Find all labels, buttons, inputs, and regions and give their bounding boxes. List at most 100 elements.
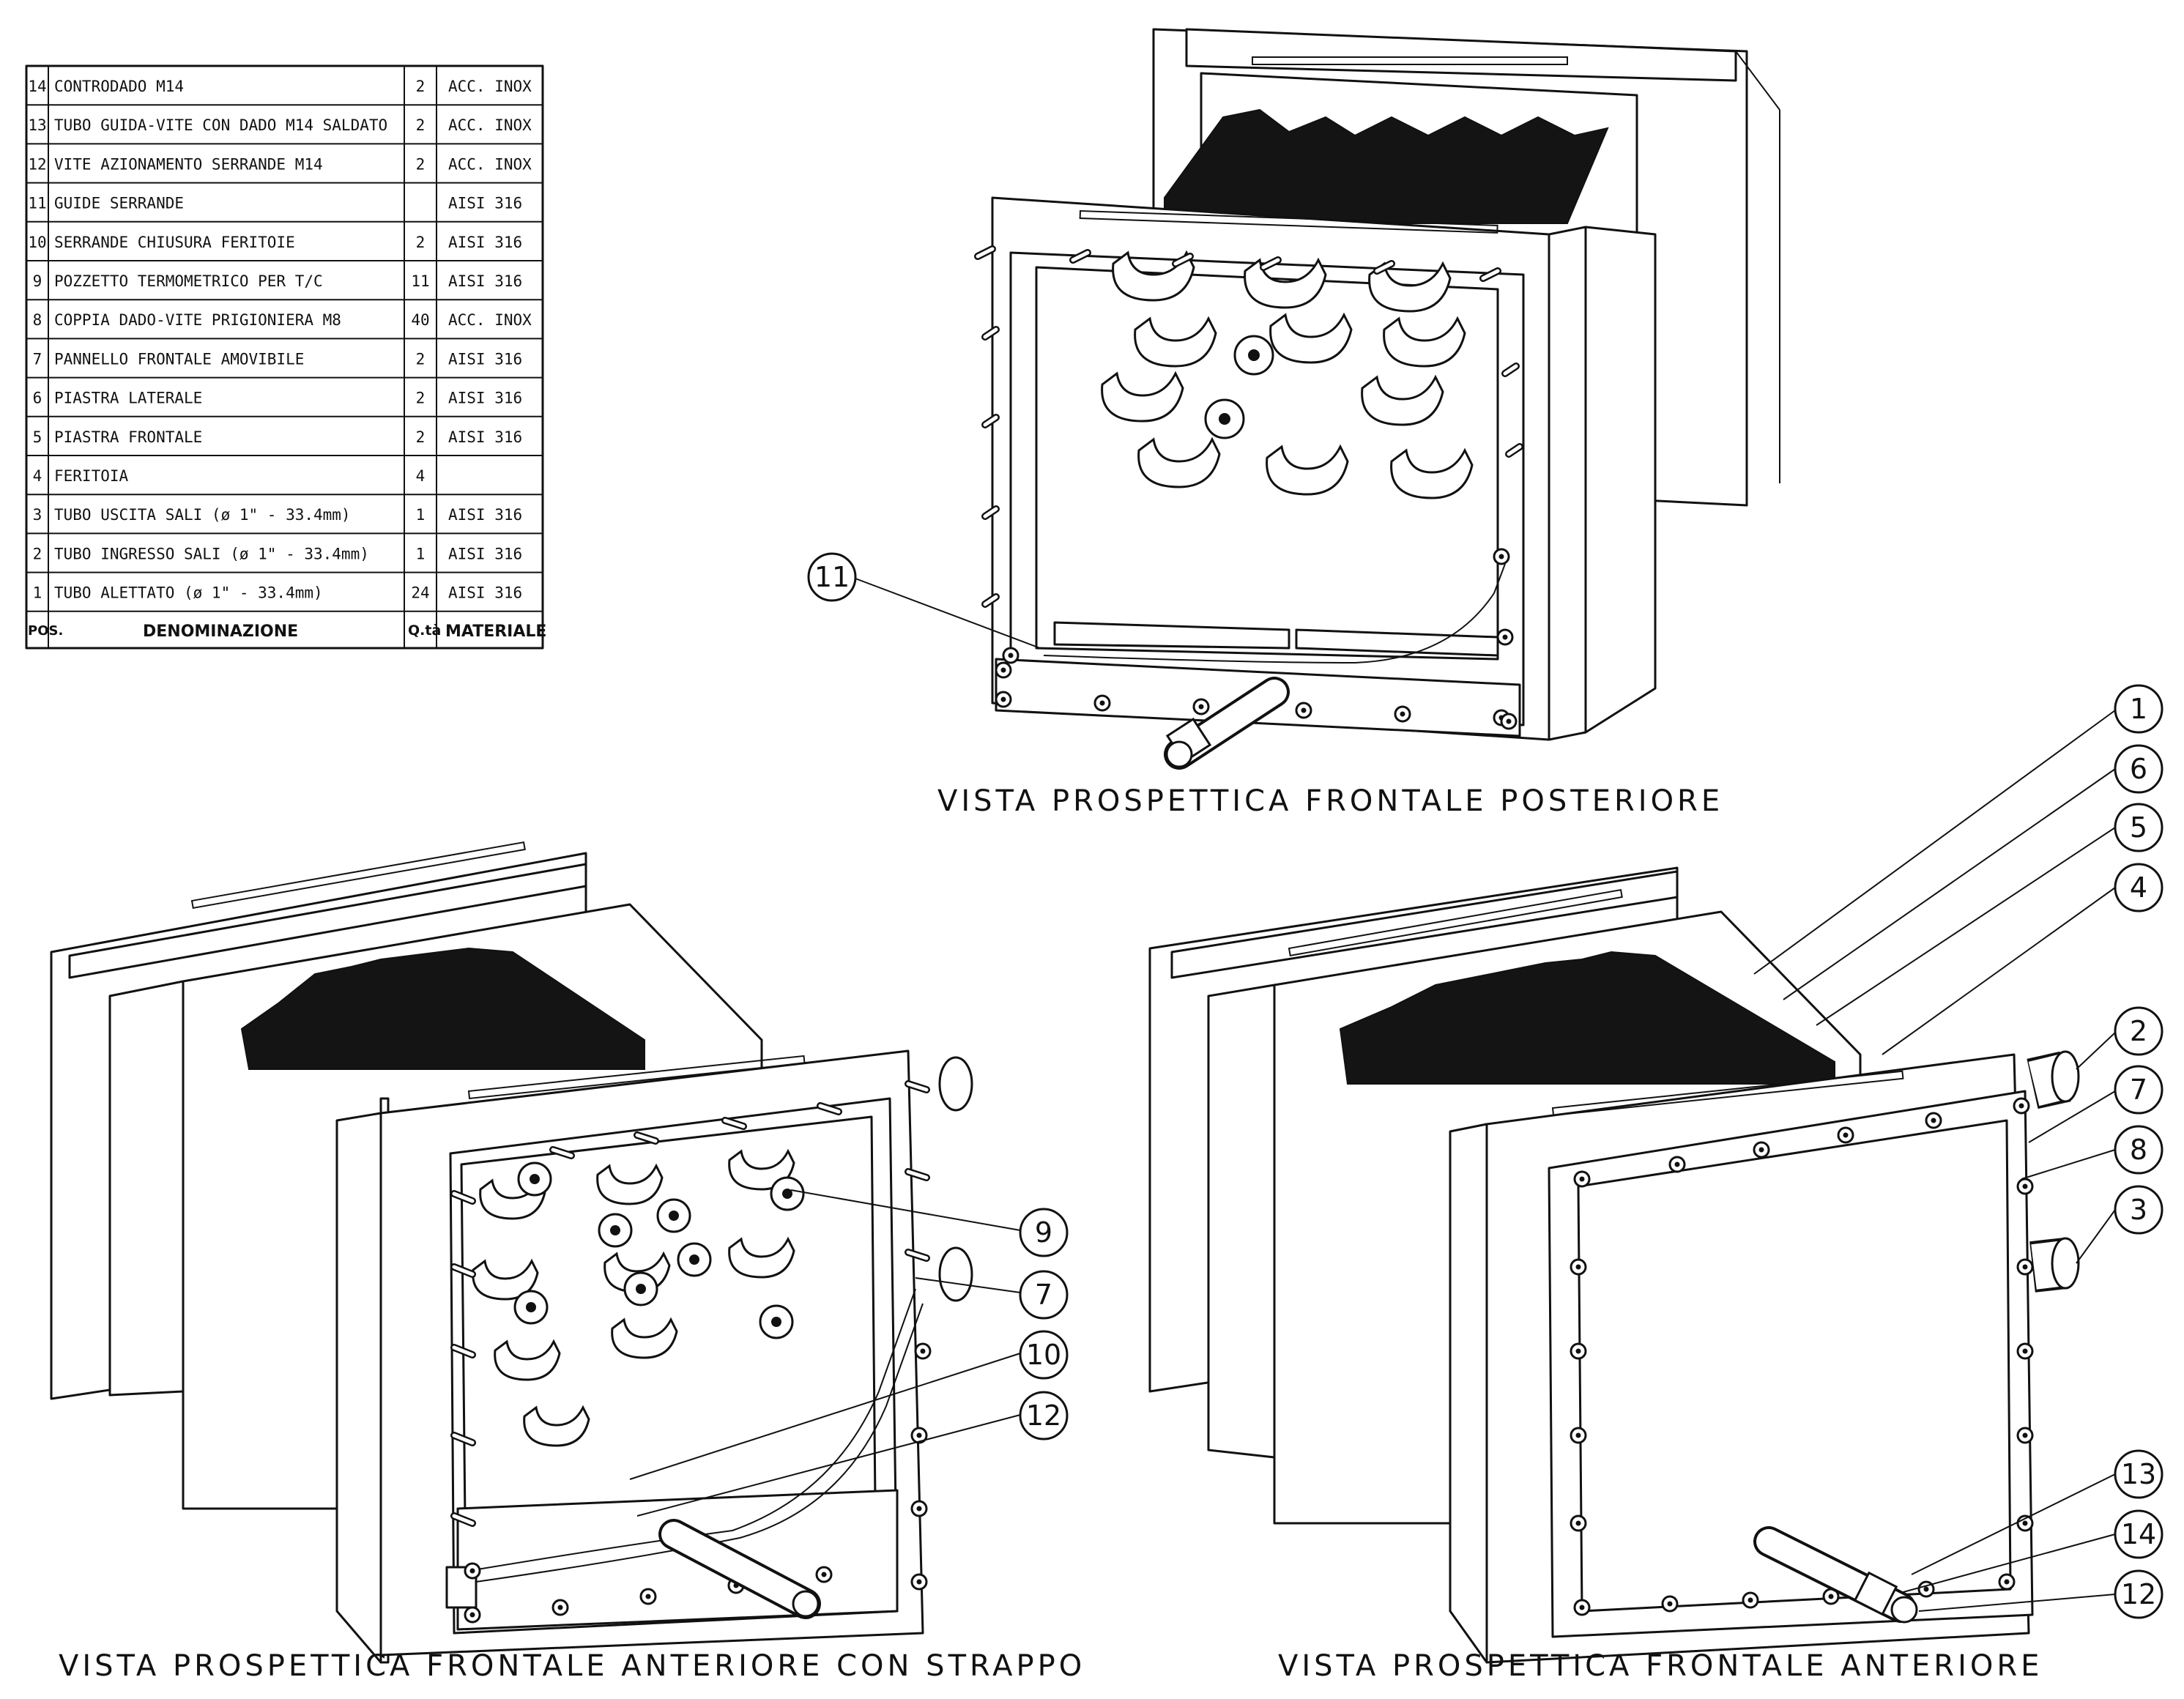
cut-bolts bbox=[464, 1342, 932, 1624]
svg-text:4: 4 bbox=[2130, 871, 2147, 904]
rear-damper-guide bbox=[1053, 621, 1290, 650]
part-name: TUBO USCITA SALI (ø 1" - 33.4mm) bbox=[54, 506, 351, 524]
u-bend bbox=[1368, 261, 1452, 313]
u-bend bbox=[1244, 257, 1327, 309]
balloon-3-front: 3 bbox=[2114, 1185, 2163, 1235]
rear-perspective-view: 11 VISTA PROSPETTICA FRONTALE POSTERIORE bbox=[807, 28, 1780, 818]
stud bbox=[721, 1117, 747, 1130]
u-bend bbox=[1266, 444, 1349, 496]
cut-top-lip bbox=[68, 863, 587, 979]
front-actuating-screw bbox=[1753, 1526, 1918, 1624]
part-qty: 2 bbox=[416, 350, 426, 368]
part-material: AISI 316 bbox=[448, 390, 522, 407]
u-bend bbox=[596, 1163, 664, 1205]
rear-side-flange bbox=[1584, 226, 1657, 734]
stud bbox=[450, 1344, 476, 1358]
balloon-7-front: 7 bbox=[2114, 1065, 2163, 1115]
svg-text:12: 12 bbox=[1026, 1399, 1061, 1432]
part-qty: 11 bbox=[411, 272, 429, 290]
part-material: ACC. INOX bbox=[448, 116, 532, 134]
u-bend bbox=[728, 1236, 795, 1279]
cut-top-slot bbox=[190, 841, 526, 910]
part-pos: 9 bbox=[33, 272, 42, 290]
stud bbox=[817, 1102, 842, 1115]
stud bbox=[450, 1263, 476, 1278]
part-qty: 40 bbox=[411, 311, 429, 329]
part-qty: 2 bbox=[416, 116, 426, 134]
part-material: AISI 316 bbox=[448, 195, 522, 212]
part-qty: 1 bbox=[416, 545, 426, 562]
part-name: GUIDE SERRANDE bbox=[54, 195, 184, 212]
stud bbox=[974, 245, 996, 260]
caption-front-view: VISTA PROSPETTICA FRONTALE ANTERIORE bbox=[1278, 1649, 2043, 1683]
rear-top-slot bbox=[1252, 56, 1568, 65]
part-material: AISI 316 bbox=[448, 506, 522, 524]
rear-side-plate bbox=[1548, 226, 1587, 741]
header-pos: POS. bbox=[28, 623, 63, 639]
front-side-plate bbox=[1449, 1123, 1488, 1664]
part-name: VITE AZIONAMENTO SERRANDE M14 bbox=[54, 155, 323, 173]
part-material: AISI 316 bbox=[448, 428, 522, 446]
part-qty: 2 bbox=[416, 78, 426, 95]
part-material: ACC. INOX bbox=[448, 78, 532, 95]
cut-wire-2 bbox=[475, 1303, 924, 1583]
stud bbox=[905, 1168, 930, 1181]
svg-text:12: 12 bbox=[2121, 1578, 2156, 1610]
cut-left-flange bbox=[108, 980, 185, 1397]
part-pos: 1 bbox=[33, 584, 42, 602]
balloon-11: 11 bbox=[807, 552, 857, 602]
stud bbox=[981, 593, 1000, 608]
front-left-flange bbox=[1207, 984, 1276, 1459]
part-qty: 2 bbox=[416, 428, 426, 446]
cut-studs bbox=[450, 1080, 930, 1527]
part-pos: 11 bbox=[28, 195, 46, 212]
parts-list-row: 14 CONTRODADO M14 2 ACC. INOX bbox=[28, 78, 532, 95]
svg-text:7: 7 bbox=[2130, 1074, 2147, 1106]
u-bend bbox=[1383, 316, 1466, 368]
part-name: PANNELLO FRONTALE AMOVIBILE bbox=[54, 350, 304, 368]
balloon-2-front: 2 bbox=[2114, 1006, 2163, 1056]
caption-rear-view: VISTA PROSPETTICA FRONTALE POSTERIORE bbox=[937, 784, 1723, 818]
part-pos: 7 bbox=[33, 350, 42, 368]
part-name: CONTRODADO M14 bbox=[54, 78, 184, 95]
u-bend bbox=[1361, 374, 1444, 426]
stud bbox=[905, 1249, 930, 1262]
front-inlet-outlet-pipes bbox=[2027, 1050, 2080, 1293]
part-pos: 14 bbox=[28, 78, 46, 95]
stud bbox=[549, 1146, 575, 1159]
part-qty: 4 bbox=[416, 467, 426, 485]
balloon-14-front: 14 bbox=[2114, 1509, 2163, 1559]
svg-text:3: 3 bbox=[2130, 1194, 2147, 1226]
part-material: AISI 316 bbox=[448, 234, 522, 251]
rear-finned-tubes bbox=[1164, 108, 1609, 224]
svg-text:2: 2 bbox=[2130, 1015, 2147, 1047]
svg-text:13: 13 bbox=[2121, 1458, 2156, 1490]
part-material: AISI 316 bbox=[448, 350, 522, 368]
stud bbox=[634, 1131, 659, 1145]
cut-u-bends bbox=[472, 1148, 805, 1447]
part-material: ACC. INOX bbox=[448, 155, 532, 173]
rear-actuating-screw bbox=[1164, 677, 1290, 770]
part-qty: 24 bbox=[411, 584, 429, 602]
cut-front-slot bbox=[467, 1055, 806, 1100]
balloon-13-front: 13 bbox=[2114, 1449, 2163, 1499]
part-name: FERITOIA bbox=[54, 467, 129, 485]
part-name: PIASTRA FRONTALE bbox=[54, 428, 202, 446]
balloon-4-front: 4 bbox=[2114, 863, 2163, 912]
cut-actuating-screw bbox=[658, 1519, 821, 1619]
rear-wire bbox=[1043, 563, 1506, 664]
part-pos: 12 bbox=[28, 155, 46, 173]
svg-text:5: 5 bbox=[2130, 811, 2147, 844]
rear-studs bbox=[974, 245, 1523, 608]
balloon-5-front: 5 bbox=[2114, 803, 2163, 852]
